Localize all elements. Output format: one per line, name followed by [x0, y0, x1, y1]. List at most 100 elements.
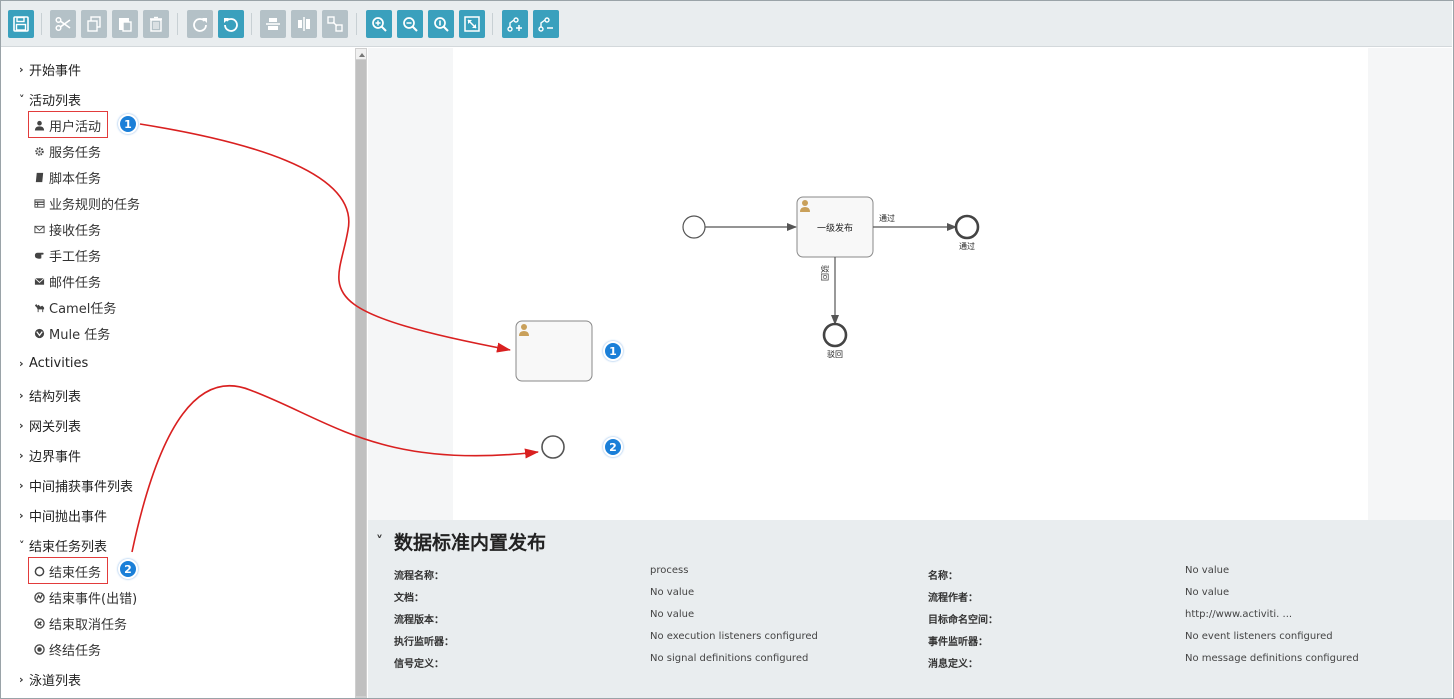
palette-item-mule-task[interactable]: Mule 任务 [33, 324, 110, 343]
scroll-thumb[interactable] [356, 60, 366, 696]
copy-icon [87, 16, 101, 32]
undo-button[interactable] [218, 10, 244, 38]
same-size-button[interactable] [322, 10, 348, 38]
prop-value-signal-definitions[interactable]: No signal definitions configured [650, 653, 809, 664]
palette-item-user-task[interactable]: 用户活动 [33, 116, 101, 135]
user-icon [33, 119, 46, 132]
palette-item-business-rule-task[interactable]: 业务规则的任务 [33, 194, 140, 213]
prop-value-event-listeners[interactable]: No event listeners configured [1185, 631, 1333, 642]
palette-item-camel-task[interactable]: Camel任务 [33, 298, 116, 317]
group-activities-list[interactable]: ˅活动列表 [19, 93, 82, 109]
prop-label-message-definitions: 消息定义： [928, 659, 978, 670]
scroll-up-arrow-icon[interactable] [355, 48, 367, 60]
chevron-right-icon: › [19, 389, 24, 402]
prop-value-target-namespace[interactable]: http://www.activiti. ... [1185, 609, 1293, 620]
terminate-icon [33, 643, 46, 656]
delete-button[interactable] [143, 10, 169, 38]
redo-icon [193, 18, 207, 32]
chevron-right-icon: › [19, 479, 24, 492]
palette-item-cancel-end-event[interactable]: 结束取消任务 [33, 614, 127, 633]
group-structures[interactable]: ›结构列表 [19, 389, 82, 405]
zoom-in-button[interactable] [366, 10, 392, 38]
align-horizontal-button[interactable] [291, 10, 317, 38]
add-bendpoint-icon [507, 17, 522, 32]
remove-bendpoint-icon [538, 17, 553, 32]
prop-value-name[interactable]: No value [1185, 565, 1230, 576]
zoom-fit-button[interactable] [459, 10, 485, 38]
chevron-down-icon: ˅ [19, 93, 25, 106]
undo-icon [224, 18, 238, 32]
chevron-right-icon: › [19, 357, 24, 370]
diagram-canvas[interactable] [453, 48, 1368, 520]
prop-value-message-definitions[interactable]: No message definitions configured [1185, 653, 1359, 664]
palette-item-mail-task[interactable]: 邮件任务 [33, 272, 101, 291]
save-button[interactable] [8, 10, 34, 38]
step-badge-2: 2 [118, 559, 138, 579]
prop-value-execution-listeners[interactable]: No execution listeners configured [650, 631, 818, 642]
prop-value-process-version[interactable]: No value [650, 609, 695, 620]
group-end-events[interactable]: ˅结束任务列表 [19, 539, 108, 555]
mule-icon [33, 327, 46, 340]
canvas-badge-2: 2 [603, 437, 623, 457]
process-title: 数据标准内置发布 [394, 532, 547, 554]
paste-button[interactable] [112, 10, 138, 38]
chevron-right-icon: › [19, 449, 24, 462]
chevron-down-icon: ˅ [376, 533, 383, 550]
prop-value-process-name[interactable]: process [650, 565, 689, 576]
highlight-end-event [28, 557, 108, 584]
cut-button[interactable] [50, 10, 76, 38]
camel-icon [33, 301, 46, 314]
chevron-right-icon: › [19, 63, 24, 76]
highlight-user-task [28, 111, 108, 138]
palette-item-service-task[interactable]: 服务任务 [33, 142, 101, 161]
zoom-actual-button[interactable] [428, 10, 454, 38]
prop-label-process-name: 流程名称： [394, 571, 444, 582]
redo-button[interactable] [187, 10, 213, 38]
chevron-right-icon: › [19, 419, 24, 432]
cut-icon [55, 16, 71, 32]
zoom-actual-icon [434, 17, 449, 32]
delete-icon [150, 16, 162, 32]
hand-icon [33, 249, 46, 262]
add-bendpoint-button[interactable] [502, 10, 528, 38]
paste-icon [119, 18, 132, 32]
chevron-right-icon: › [19, 509, 24, 522]
palette-item-manual-task[interactable]: 手工任务 [33, 246, 101, 265]
end-error-icon [33, 591, 46, 604]
prop-value-documentation[interactable]: No value [650, 587, 695, 598]
palette-item-receive-task[interactable]: 接收任务 [33, 220, 101, 239]
palette-item-script-task[interactable]: 脚本任务 [33, 168, 101, 187]
properties-header[interactable]: ˅ 数据标准内置发布 [376, 528, 546, 555]
sidebar-scrollbar[interactable] [355, 48, 367, 698]
palette-item-error-end-event[interactable]: 结束事件(出错) [33, 588, 137, 607]
prop-label-process-author: 流程作者： [928, 593, 978, 604]
remove-bendpoint-button[interactable] [533, 10, 559, 38]
zoom-fit-icon [464, 16, 480, 32]
group-boundary-events[interactable]: ›边界事件 [19, 449, 82, 465]
envelope-open-icon [33, 223, 46, 236]
palette-item-terminate-end-event[interactable]: 终结任务 [33, 640, 101, 659]
palette-sidebar: ›开始事件 ˅活动列表 用户活动 服务任务 脚本任务 业务规则的任务 接收任务 … [1, 48, 355, 698]
group-swimlanes[interactable]: ›泳道列表 [19, 673, 82, 689]
envelope-icon [33, 275, 46, 288]
group-gateways[interactable]: ›网关列表 [19, 419, 82, 435]
end-event-icon [33, 565, 46, 578]
zoom-out-button[interactable] [397, 10, 423, 38]
palette-item-end-event[interactable]: 结束任务 [33, 562, 101, 581]
group-activities[interactable]: ›Activities [19, 356, 89, 371]
group-start-events[interactable]: ›开始事件 [19, 63, 82, 79]
prop-label-name: 名称： [928, 571, 958, 582]
gear-icon [33, 145, 46, 158]
group-intermediate-throw-events[interactable]: ›中间抛出事件 [19, 509, 108, 525]
properties-panel: ˅ 数据标准内置发布 流程名称： process 文档： No value 流程… [368, 520, 1452, 698]
script-icon [33, 171, 46, 184]
align-vertical-button[interactable] [260, 10, 286, 38]
group-intermediate-catch-events[interactable]: ›中间捕获事件列表 [19, 479, 134, 495]
save-icon [13, 16, 29, 32]
prop-value-process-author[interactable]: No value [1185, 587, 1230, 598]
prop-label-execution-listeners: 执行监听器： [394, 637, 454, 648]
zoom-in-icon [372, 17, 387, 32]
zoom-out-icon [403, 17, 418, 32]
copy-button[interactable] [81, 10, 107, 38]
canvas-badge-1: 1 [603, 341, 623, 361]
